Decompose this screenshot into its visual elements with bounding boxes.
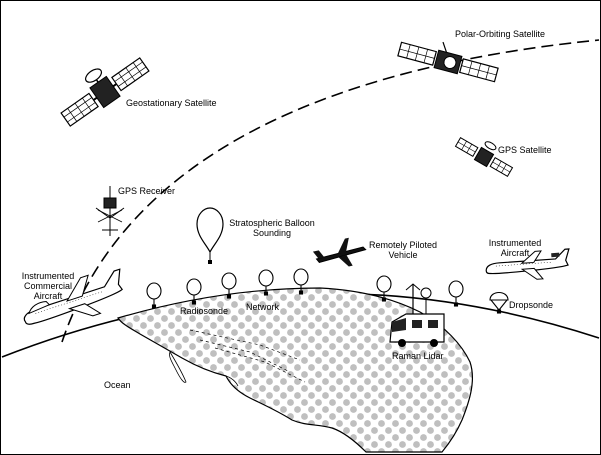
geostationary-satellite-icon xyxy=(60,57,150,127)
gps-receiver-label: GPS Receiver xyxy=(118,186,176,196)
coastal-inlet xyxy=(225,375,239,387)
commercial-aircraft-label-line2: Commercial xyxy=(23,281,72,291)
stratospheric-balloon-label-line2: Sounding xyxy=(252,228,292,238)
radiosonde-balloon xyxy=(186,278,202,305)
remotely-piloted-vehicle-icon xyxy=(312,237,367,267)
radiosonde-label: Radiosonde xyxy=(180,306,229,316)
orbit-path xyxy=(61,39,600,343)
radiosonde-balloon xyxy=(448,280,464,307)
dropsonde-parachute xyxy=(489,291,509,314)
gps-receiver-icon xyxy=(95,186,125,236)
raman-lidar-label: Raman Lidar xyxy=(392,351,444,361)
radiosonde-balloon xyxy=(376,275,392,302)
gps-satellite-label: GPS Satellite xyxy=(498,145,552,155)
stratospheric-balloon-label-line1: Stratospheric Balloon xyxy=(229,218,315,228)
dropsonde-label: Dropsonde xyxy=(509,300,554,310)
polar-orbiting-satellite-icon xyxy=(397,41,499,83)
network-label: Network xyxy=(246,302,280,312)
commercial-aircraft-icon xyxy=(23,268,123,325)
radiosonde-balloon xyxy=(258,269,274,296)
radiosonde-balloon xyxy=(221,272,237,299)
instrumented-aircraft-label: Instrumented Aircraft xyxy=(480,238,550,258)
radiosonde-balloon xyxy=(293,268,309,295)
remotely-piloted-vehicle-label-line2: Vehicle xyxy=(388,250,418,260)
remotely-piloted-vehicle-label-line1: Remotely Piloted xyxy=(368,240,438,250)
stratospheric-balloon-icon xyxy=(196,207,224,264)
commercial-aircraft-label-line3: Aircraft xyxy=(33,291,63,301)
ocean-label: Ocean xyxy=(104,380,131,390)
raman-lidar-van-icon xyxy=(389,283,445,347)
instrumented-aircraft-label-line1: Instrumented xyxy=(488,238,542,248)
gps-satellite-icon xyxy=(454,136,514,178)
instrumented-aircraft-icon xyxy=(485,248,570,280)
stratospheric-balloon-label: Stratospheric Balloon Sounding xyxy=(224,218,320,238)
geostationary-satellite-label: Geostationary Satellite xyxy=(126,98,217,108)
commercial-aircraft-label: Instrumented Commercial Aircraft xyxy=(8,271,88,301)
radiosonde-balloon xyxy=(146,282,162,309)
remotely-piloted-vehicle-label: Remotely Piloted Vehicle xyxy=(360,240,446,260)
commercial-aircraft-label-line1: Instrumented xyxy=(21,271,75,281)
north-america-land xyxy=(117,287,474,453)
radiosonde-balloons xyxy=(146,268,509,314)
baja-peninsula xyxy=(169,351,187,383)
polar-orbiting-satellite-label: Polar-Orbiting Satellite xyxy=(455,29,546,39)
instrumented-aircraft-label-line2: Aircraft xyxy=(500,248,530,258)
